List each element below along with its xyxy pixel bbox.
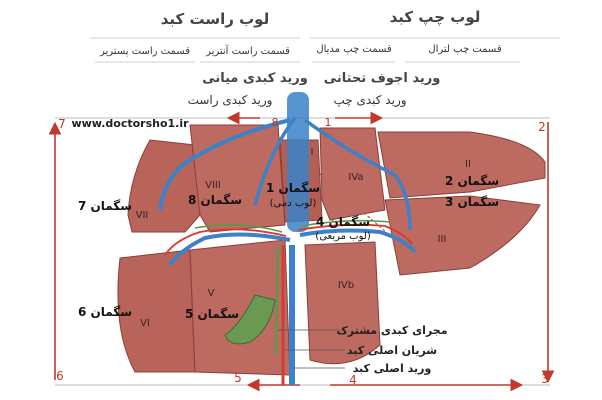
roman-VI: VI [140, 318, 150, 329]
roman-I: I [311, 147, 314, 158]
segment-label-1: سگمان 1 [266, 181, 320, 195]
edge-number-4: 4 [349, 373, 357, 387]
liver-segment-VI [117, 249, 196, 373]
heading-left-lobe: لوب چپ کبد [390, 8, 481, 27]
liver-segment-III [384, 195, 541, 276]
roman-VII: VII [136, 210, 149, 221]
label-hepatic-artery: شریان اصلی کبد [347, 344, 437, 357]
segment-label-1-sub: (لوب دمی) [270, 198, 317, 209]
heading-left-lateral: قسمت چپ لترال [428, 44, 502, 55]
segment-label-2: سگمان 2 [445, 174, 499, 188]
segment-label-8: سگمان 8 [188, 193, 242, 207]
label-right-hepatic-vein: ورید کبدی راست [188, 93, 273, 108]
segment-label-4-sub: (لوب مربعی) [315, 231, 371, 242]
heading-right-posterior: قسمت راست پستریر [99, 46, 190, 57]
edge-number-2: 2 [538, 120, 546, 134]
roman-II: II [465, 159, 471, 170]
artery-branch-right [164, 228, 287, 256]
segment-label-6: سگمان 6 [78, 305, 132, 319]
portal-branch-left [299, 228, 417, 254]
left-hepatic-vein-path [303, 118, 412, 231]
inferior-vena-cava [287, 92, 309, 232]
roman-VIII: VIII [205, 180, 221, 191]
bile-branch-right [194, 224, 283, 233]
gallbladder [224, 294, 276, 345]
liver-segment-II [377, 131, 546, 199]
portal-branch-right [168, 232, 291, 267]
liver-segment-IVb [304, 241, 381, 365]
edge-number-5: 5 [234, 371, 242, 385]
edge-number-7: 7 [58, 117, 66, 131]
liver-segment-IVa [319, 127, 386, 221]
bile-duct-main [274, 244, 280, 356]
label-ivc: ورید اجوف تحتانی [324, 71, 441, 86]
label-left-hepatic-vein: ورید کبدی چپ [333, 93, 406, 108]
heading-right-lobe: لوب راست کبد [161, 10, 269, 28]
segment-label-5: سگمان 5 [185, 307, 239, 321]
heading-right-anterior: قسمت راست آنتریر [205, 44, 290, 57]
segment-label-3: سگمان 3 [445, 195, 499, 209]
liver-segment-VIII [189, 124, 286, 233]
heading-left-medial: قسمت چپ مدیال [316, 44, 392, 55]
segment-label-7: سگمان 7 [78, 199, 132, 213]
right-hepatic-vein-path [158, 118, 291, 211]
roman-V: V [208, 288, 215, 299]
liver-segment-VII [127, 139, 201, 233]
edge-number-8: 8 [272, 116, 279, 129]
label-common-bile-duct: مجرای کبدی مشترک [336, 324, 447, 337]
roman-IVa: IVa [348, 172, 363, 183]
edge-number-6: 6 [56, 369, 64, 383]
edge-number-3: 3 [541, 372, 549, 386]
label-middle-hepatic-vein: ورید کبدی میانی [202, 71, 308, 86]
roman-IVb: IVb [338, 280, 354, 291]
website-url: www.doctorsho1.ir [71, 117, 189, 130]
edge-number-1: 1 [325, 116, 332, 129]
roman-III: III [438, 234, 447, 245]
bile-branch-left [301, 219, 391, 227]
middle-hepatic-vein-path [253, 116, 297, 206]
segment-label-4: سگمان 4 [316, 215, 370, 229]
label-portal-vein: ورید اصلی کبد [353, 362, 432, 375]
artery-branch-left [297, 223, 413, 245]
